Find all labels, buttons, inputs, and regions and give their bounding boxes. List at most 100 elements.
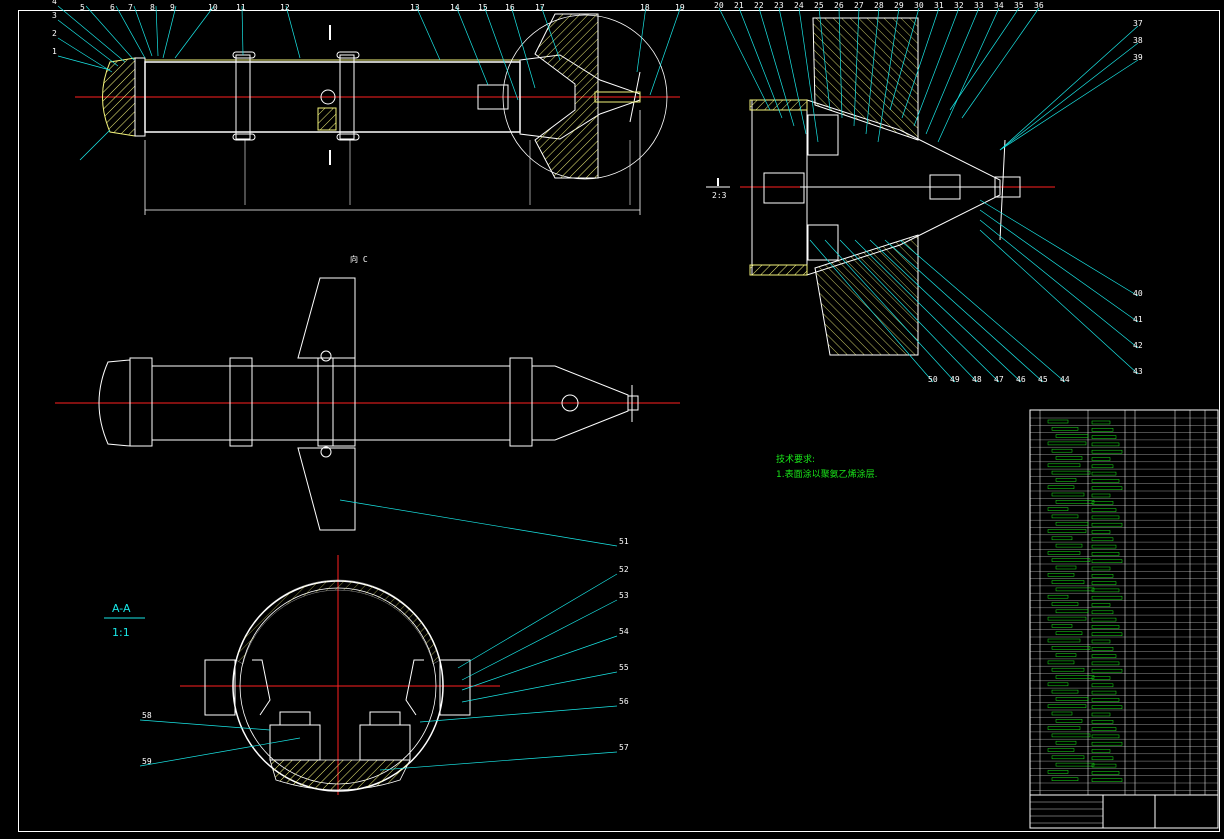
fin-upper (534, 13, 599, 179)
callout-leader (57, 19, 119, 67)
callout-number: 54 (619, 627, 629, 636)
callout-number: 4 (52, 0, 57, 6)
callout-leader (139, 737, 301, 767)
callout-leader (809, 239, 934, 383)
callout-leader (461, 671, 618, 703)
callout-number: 44 (1060, 375, 1070, 384)
callout-number: 53 (619, 591, 629, 600)
callout-leader (718, 7, 771, 111)
callout-number: 18 (640, 3, 650, 12)
callout-leader (949, 7, 1020, 111)
callout-number: 36 (1034, 1, 1044, 10)
callout-number: 47 (994, 375, 1004, 384)
callout-number: 57 (619, 743, 629, 752)
callout-leader (889, 7, 920, 111)
callout-leader (824, 239, 956, 383)
callout-leader (636, 5, 647, 73)
callout-number: 22 (754, 1, 764, 10)
callout-number: 23 (774, 1, 784, 10)
callout-leader (839, 239, 978, 383)
callout-number: 46 (1016, 375, 1026, 384)
callout-leader (57, 55, 111, 71)
section-label: A-A (112, 602, 131, 615)
plan-fin-lower (297, 447, 356, 531)
callout-number: 55 (619, 663, 629, 672)
callout-number: 48 (972, 375, 982, 384)
notes-title: 技术要求: (776, 455, 816, 465)
callout-number: 51 (619, 537, 629, 546)
callout-leader (339, 499, 618, 547)
callout-leader (869, 239, 1022, 383)
callout-leader (483, 5, 519, 101)
callout-number: 11 (236, 3, 246, 12)
callout-leader (999, 25, 1139, 151)
callout-leader (461, 599, 618, 681)
callout-number: 43 (1133, 367, 1143, 376)
callout-number: 45 (1038, 375, 1048, 384)
callout-leader (174, 5, 215, 59)
callout-leader (510, 5, 536, 89)
callout-leader (865, 7, 880, 135)
callout-number: 25 (814, 1, 824, 10)
callout-number: 42 (1133, 341, 1143, 350)
callout-number: 28 (874, 1, 884, 10)
callout-number: 13 (410, 3, 420, 12)
callout-leader (877, 7, 900, 143)
drawing-frame (18, 10, 1220, 832)
callout-leader (115, 5, 146, 59)
fin-detail-upper (812, 17, 919, 141)
callout-number: 50 (928, 375, 938, 384)
callout-leader (241, 5, 244, 56)
callout-leader (853, 7, 860, 127)
callout-leader (937, 7, 1000, 143)
callout-number: 27 (854, 1, 864, 10)
callout-number: 59 (142, 757, 152, 766)
callout-number: 32 (954, 1, 964, 10)
detail-scale-label: 2:3 (712, 191, 727, 200)
callout-leader (139, 719, 271, 731)
callout-leader (925, 7, 980, 135)
callout-number: 24 (794, 1, 804, 10)
callout-number: 3 (52, 11, 57, 20)
callout-leader (758, 7, 795, 127)
callout-leader (457, 573, 618, 669)
callout-leader (285, 5, 301, 59)
callout-leader (884, 239, 1044, 383)
callout-leader (155, 5, 159, 57)
callout-leader (979, 229, 1139, 375)
nose-cone (102, 57, 136, 137)
callout-number: 31 (934, 1, 944, 10)
callout-number: 12 (280, 3, 290, 12)
callout-number: 40 (1133, 289, 1143, 298)
callout-number: 16 (505, 3, 515, 12)
notes-line1: 1.表面涂以聚氨乙烯涂层. (776, 470, 878, 480)
callout-leader (133, 5, 153, 57)
callout-number: 20 (714, 1, 724, 10)
callout-leader (979, 209, 1139, 323)
callout-number: 10 (208, 3, 218, 12)
callout-leader (57, 5, 126, 63)
callout-leader (854, 239, 1000, 383)
callout-leader (818, 7, 831, 111)
callout-number: 56 (619, 697, 629, 706)
callout-leader (899, 239, 1066, 383)
callout-leader (838, 7, 843, 119)
callout-leader (738, 7, 783, 119)
callout-leader (778, 7, 807, 135)
callout-number: 30 (914, 1, 924, 10)
plan-fin-upper (297, 277, 356, 359)
parts-list-table[interactable] (1029, 409, 1219, 829)
callout-leader (649, 5, 682, 96)
callout-number: 41 (1133, 315, 1143, 324)
callout-number: 35 (1014, 1, 1024, 10)
section-scale: 1:1 (112, 626, 130, 639)
callout-number: 37 (1133, 19, 1143, 28)
section-a-a (180, 555, 500, 795)
callout-number: 33 (974, 1, 984, 10)
callout-leader (979, 219, 1139, 349)
callout-number: 39 (1133, 53, 1143, 62)
